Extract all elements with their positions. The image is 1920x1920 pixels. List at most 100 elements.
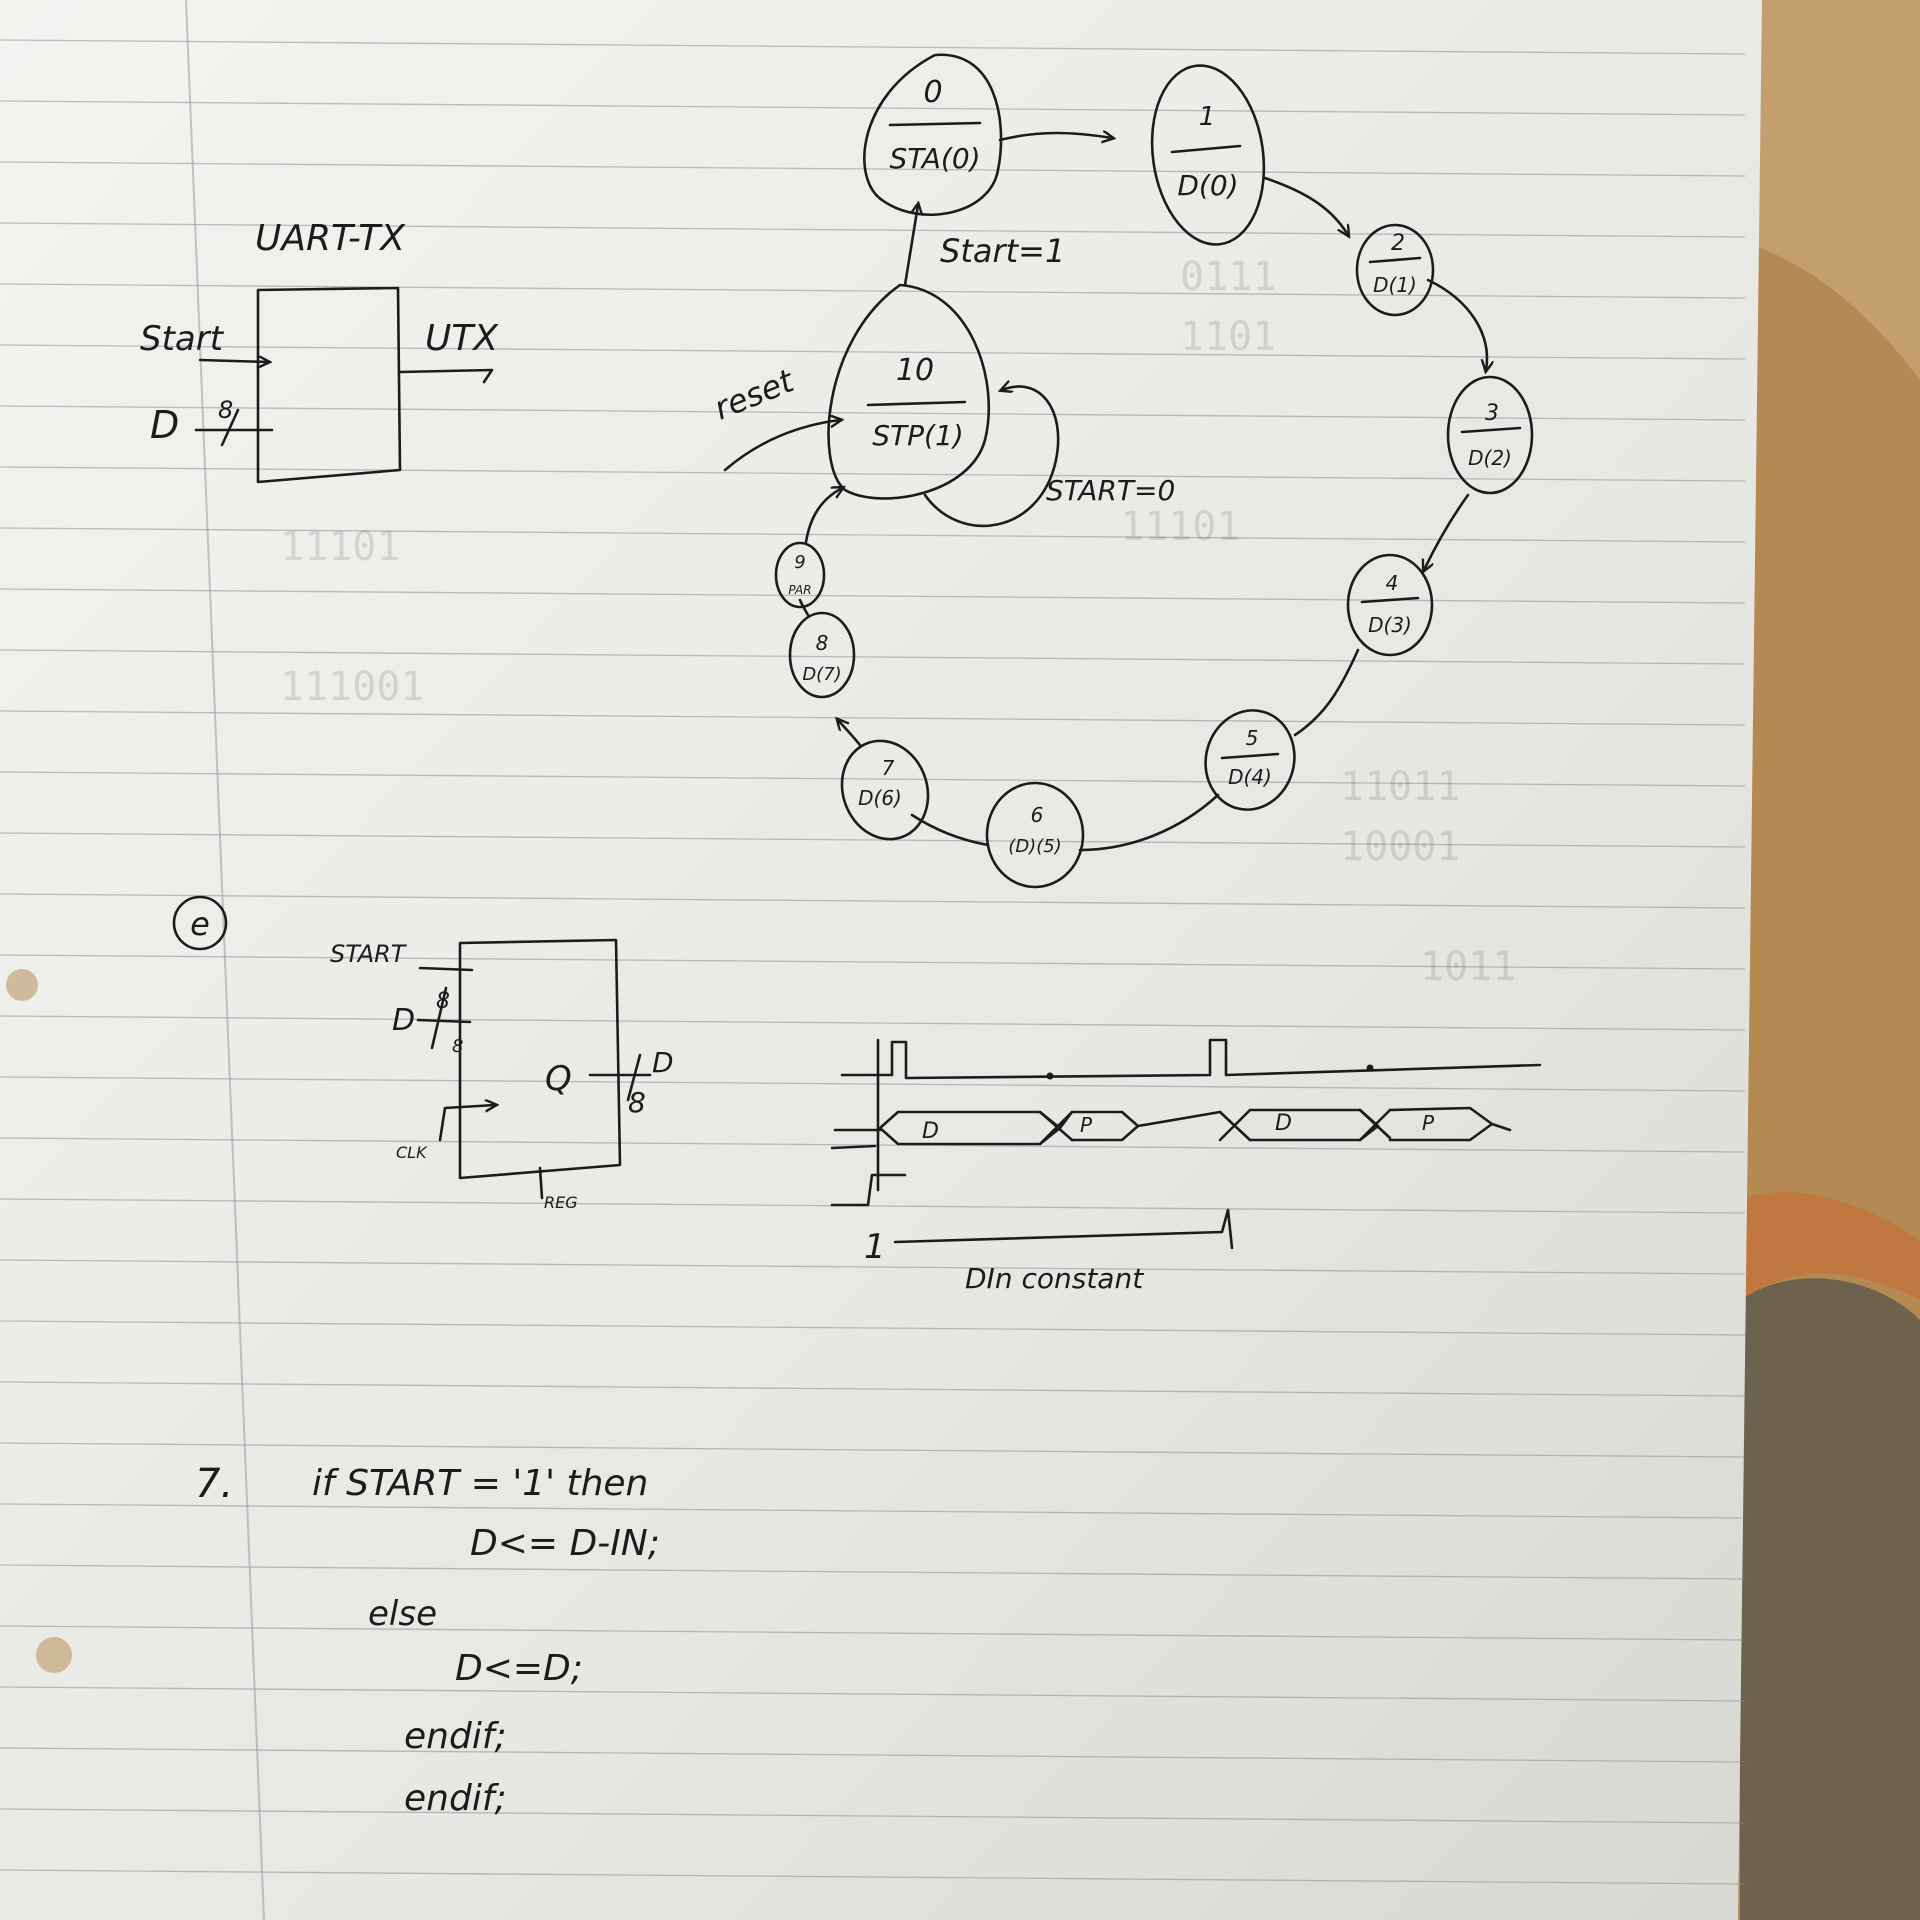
state-7-bubble — [840, 739, 930, 841]
state-8-bubble — [788, 611, 856, 699]
uart-bus-width: 8 — [218, 396, 233, 424]
ruled-line — [0, 1747, 1746, 1763]
register-reg: REG — [544, 1193, 578, 1212]
state-2-bubble — [1355, 223, 1435, 317]
ruled-line — [0, 1320, 1746, 1336]
data-bus-idle — [1136, 1110, 1222, 1128]
code-line-2: D<= D-IN; — [470, 1523, 660, 1564]
register-box — [458, 938, 622, 1180]
svg-text:11101: 11101 — [280, 524, 400, 570]
start-pulse-waveform — [840, 1038, 1542, 1080]
ruled-line — [0, 1442, 1746, 1458]
svg-text:11101: 11101 — [1120, 504, 1240, 550]
punch-hole-top — [6, 969, 38, 1001]
state-6-label: (D)(5) — [1008, 836, 1061, 857]
register-d-out: D — [652, 1046, 674, 1079]
state-3-label: D(2) — [1468, 446, 1512, 470]
ruled-line — [0, 893, 1746, 909]
uart-input-d: D — [150, 403, 179, 447]
register-q: Q — [545, 1059, 572, 1099]
state-2-divider — [1368, 256, 1422, 264]
ruled-line — [0, 466, 1746, 482]
state-5-divider — [1220, 752, 1280, 760]
arrow-5-to-6 — [1078, 793, 1220, 852]
state-0-label: STA(0) — [889, 142, 980, 175]
ruled-line — [0, 1869, 1746, 1885]
state-4-num: 4 — [1386, 571, 1399, 595]
state-1-divider — [1170, 144, 1242, 154]
reset-arrow — [723, 420, 840, 472]
ruled-line — [0, 1686, 1746, 1702]
transition-start-label: Start=1 — [940, 232, 1065, 270]
timing-p2-label: P — [1422, 1111, 1435, 1135]
state-2-label: D(1) — [1373, 273, 1417, 297]
notebook-page — [0, 0, 1762, 1920]
register-d-slash — [430, 986, 448, 1050]
part-e-circle — [172, 895, 228, 951]
arrow-10-to-0 — [903, 205, 918, 287]
uart-block: UART-TX Start D 8 UTX — [140, 218, 499, 484]
state-2-num: 2 — [1391, 231, 1405, 256]
state-5-label: D(4) — [1228, 765, 1272, 789]
register-bus-in: 8 — [436, 989, 450, 1014]
ruled-line — [0, 1564, 1746, 1580]
register-bus-in-2: 8 — [452, 1036, 463, 1057]
ruled-line — [0, 222, 1746, 238]
state-1-label: D(0) — [1177, 169, 1238, 202]
state-0-bubble — [863, 53, 1003, 216]
ruled-line — [0, 954, 1746, 970]
timing-start-tick: 1 — [864, 1227, 886, 1267]
ruled-line — [0, 161, 1746, 177]
d-bus-slash — [220, 408, 240, 447]
data-bus-cross-3 — [1358, 1108, 1392, 1142]
state-10-bubble — [827, 283, 991, 500]
code-line-1: if START = '1' then — [312, 1463, 648, 1504]
register-reg-tick — [538, 1166, 544, 1200]
state-0-num: 0 — [923, 75, 942, 110]
state-7-num: 7 — [882, 756, 895, 780]
state-1-num: 1 — [1199, 102, 1216, 132]
ruled-line — [0, 527, 1746, 543]
utx-output-line — [398, 368, 494, 384]
timing-d2-label: D — [1275, 1111, 1292, 1136]
uart-title: UART-TX — [255, 218, 406, 259]
code-number: 7. — [195, 1461, 233, 1507]
ruled-line — [0, 1198, 1746, 1214]
state-5-bubble — [1204, 709, 1296, 811]
code-line-3: else — [368, 1594, 437, 1634]
code-line-5: endif; — [404, 1716, 507, 1757]
ruled-line — [0, 588, 1746, 604]
transition-stay-label: START=0 — [1046, 474, 1175, 507]
margin-line — [185, 0, 265, 1920]
svg-text:1011: 1011 — [1420, 944, 1516, 990]
arrow-2-to-3 — [1426, 278, 1487, 370]
ruled-line — [0, 1625, 1746, 1641]
state-6-bubble — [985, 781, 1085, 889]
timing-span-label: DIn constant — [965, 1262, 1144, 1295]
state-10-divider — [866, 400, 967, 407]
data-bus-tail — [1490, 1122, 1512, 1132]
start-wave-dot — [1046, 1072, 1054, 1080]
aux-waveforms — [830, 1144, 907, 1207]
svg-text:11011: 11011 — [1340, 764, 1460, 810]
cloth-fold — [1740, 0, 1920, 380]
register-start-label: START — [330, 940, 408, 968]
svg-text:0111: 0111 — [1180, 254, 1276, 300]
state-9-num: 9 — [794, 552, 805, 573]
state-9-bubble — [774, 541, 826, 609]
timing-diagram: D P D P 1 DIn constant — [830, 1038, 1542, 1295]
svg-text:111001: 111001 — [280, 664, 425, 710]
timing-span-bracket — [893, 1208, 1234, 1250]
arrow-0-to-1 — [998, 133, 1112, 140]
ruled-line — [0, 1259, 1746, 1275]
register-q-slash — [626, 1053, 642, 1102]
ruled-line — [0, 771, 1746, 787]
state-3-bubble — [1446, 375, 1534, 495]
ruled-line — [0, 710, 1746, 726]
punch-hole-bottom — [36, 1637, 72, 1673]
register-clk-line — [438, 1105, 495, 1142]
ruled-line — [0, 344, 1746, 360]
ruled-line — [0, 649, 1746, 665]
ruled-line — [0, 39, 1746, 55]
cloth-dark-patch — [1740, 1278, 1920, 1920]
